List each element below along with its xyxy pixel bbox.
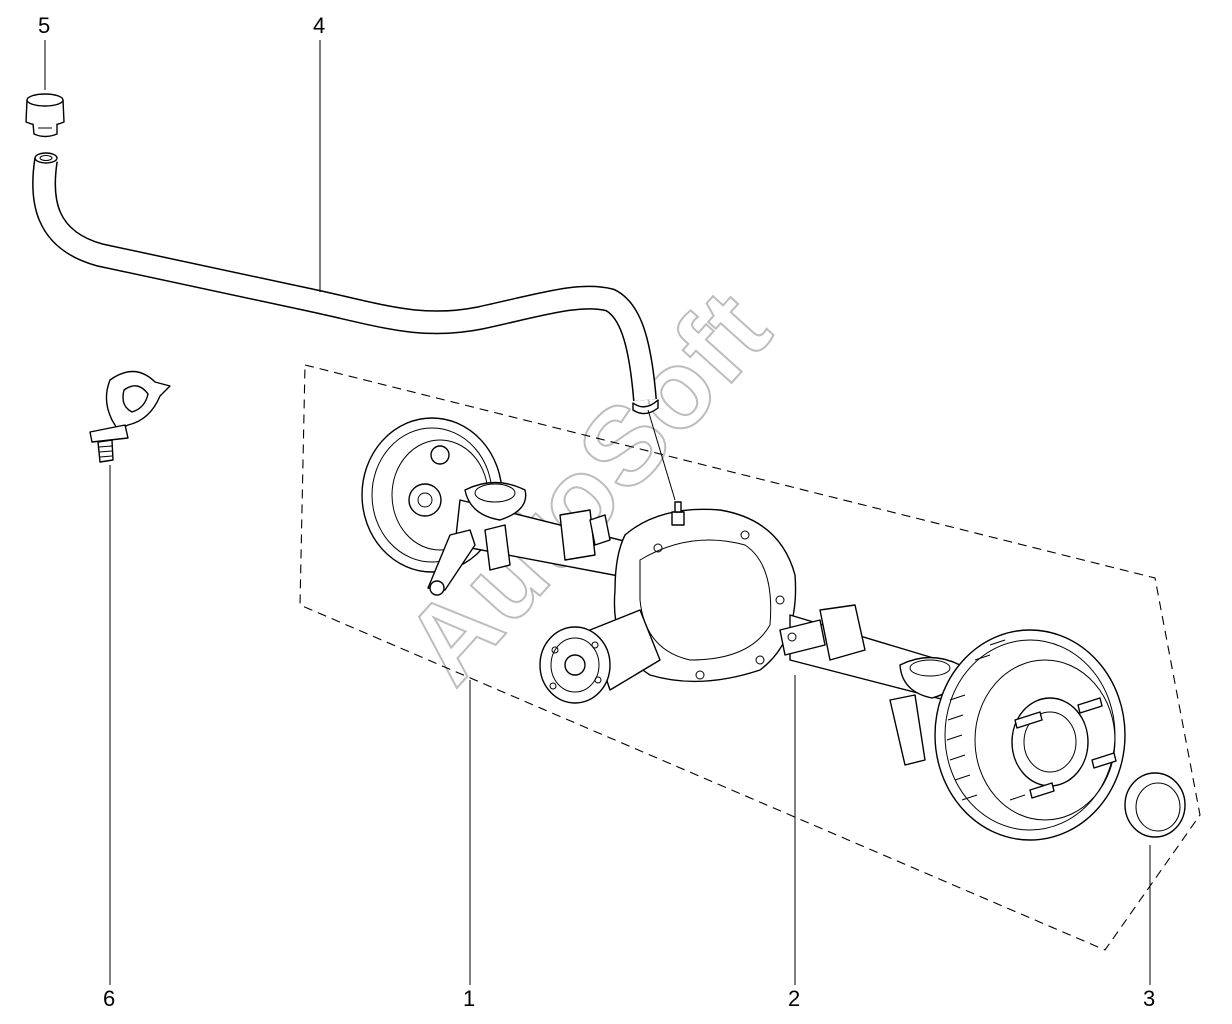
part-1-rear-axle-assembly bbox=[361, 417, 1126, 841]
assembly-boundary bbox=[299, 364, 1201, 951]
callout-3: 3 bbox=[1143, 986, 1155, 1011]
callout-5: 5 bbox=[38, 13, 50, 38]
part-4-breather-hose bbox=[32, 152, 659, 415]
callout-4: 4 bbox=[313, 13, 325, 38]
leader-lines bbox=[44, 40, 1151, 985]
callout-1: 1 bbox=[463, 986, 475, 1011]
callout-2: 2 bbox=[788, 986, 800, 1011]
callout-6: 6 bbox=[103, 986, 115, 1011]
part-5-cap bbox=[25, 93, 65, 138]
part-3-hub-cap bbox=[1124, 772, 1186, 838]
part-6-hose-clip bbox=[89, 370, 171, 463]
